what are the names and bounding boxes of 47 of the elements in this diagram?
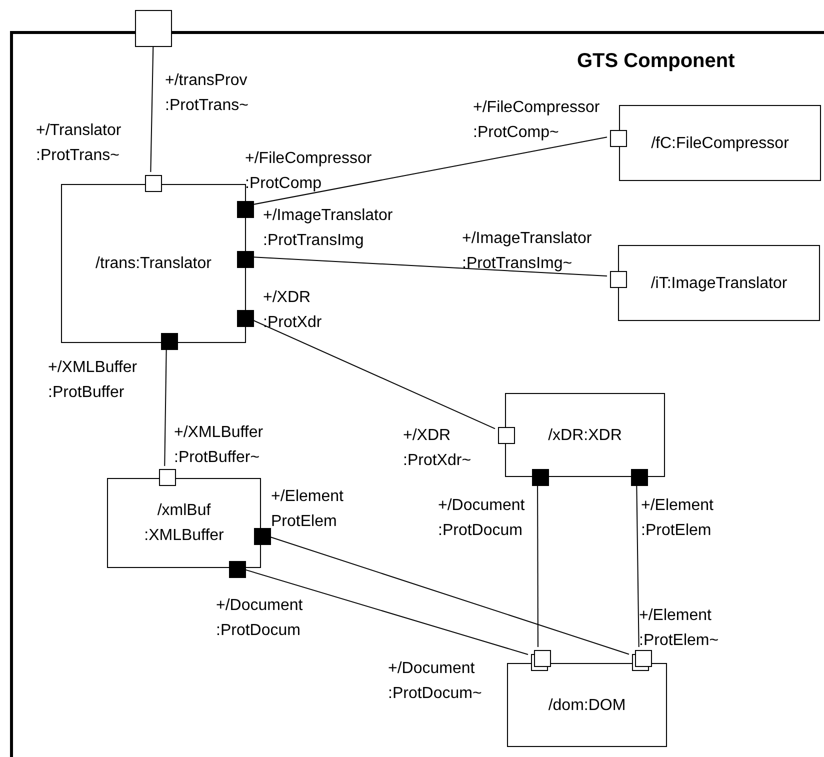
frame-title: GTS Component (577, 49, 735, 74)
part-name: /xDR:XDR (547, 426, 623, 446)
port-box (145, 175, 162, 192)
port-label: +/ImageTranslator :ProtTransImg~ (462, 229, 592, 274)
component-frame (10, 31, 824, 757)
part-name: /xmlBuf :XMLBuffer (143, 501, 225, 546)
part-box (507, 663, 667, 747)
port-box (135, 10, 172, 47)
part-box (618, 245, 820, 321)
part-name: /fC:FileCompressor (650, 134, 790, 154)
part-box (107, 478, 261, 568)
port-box (631, 469, 648, 486)
part-box (61, 184, 246, 343)
port-box (229, 561, 246, 578)
port-label: +/XMLBuffer :ProtBuffer (48, 358, 138, 403)
port-box (532, 469, 549, 486)
part-name: /iT:ImageTranslator (650, 274, 788, 294)
replicated-port (531, 650, 551, 671)
part-box (505, 393, 665, 477)
port-box (161, 333, 178, 350)
port-label: +/Document :ProtDocum (216, 596, 303, 641)
port-label: +/Element ProtElem (271, 487, 344, 532)
replicated-port (632, 650, 652, 671)
port-box (159, 469, 176, 486)
port-box (237, 310, 254, 327)
port-label: +/FileCompressor :ProtComp (245, 149, 372, 194)
part-name: /dom:DOM (547, 696, 627, 716)
port-box (498, 427, 515, 444)
port-box (254, 528, 271, 545)
port-label: +/Element :ProtElem~ (639, 606, 719, 651)
port-box (237, 201, 254, 218)
port-label: +/Document :ProtDocum (438, 496, 525, 541)
port-label: +/XMLBuffer :ProtBuffer~ (174, 423, 264, 468)
port-box (610, 271, 627, 288)
part-box (619, 105, 821, 181)
port-box (610, 130, 627, 147)
port-label: +/XDR :ProtXdr~ (403, 426, 472, 471)
port-label: +/transProv :ProtTrans~ (165, 71, 248, 116)
port-label: +/XDR :ProtXdr (263, 288, 322, 333)
port-box (237, 251, 254, 268)
port-label: +/ImageTranslator :ProtTransImg (263, 206, 393, 251)
connector-line (150, 46, 154, 172)
part-name: /trans:Translator (94, 254, 212, 274)
port-label: +/Element :ProtElem (641, 496, 714, 541)
port-label: +/Document :ProtDocum~ (388, 659, 482, 704)
port-label: +/FileCompressor :ProtComp~ (473, 98, 600, 143)
port-label: +/Translator :ProtTrans~ (36, 121, 122, 166)
